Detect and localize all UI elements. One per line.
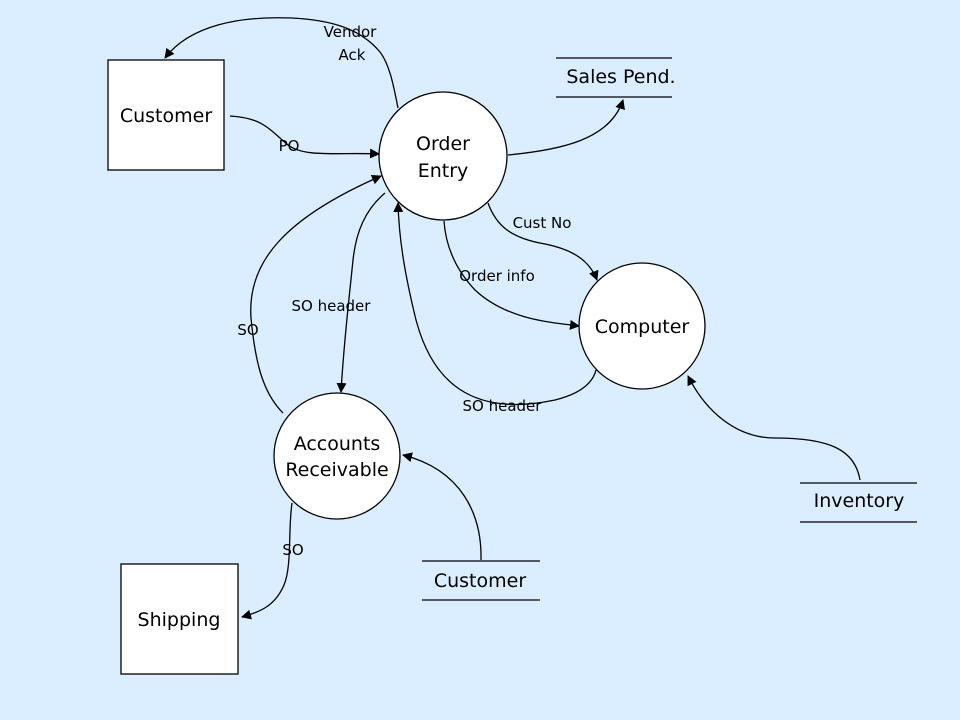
so-to-shipping-flow <box>241 502 293 620</box>
order-entry-process: Order Entry <box>378 91 508 221</box>
accounts-receivable-process: Accounts Receivable <box>273 392 401 520</box>
customer-entity: Customer <box>107 59 225 171</box>
vendor-ack-flow <box>164 17 399 109</box>
inventory-store: Inventory <box>800 482 917 523</box>
inventory-to-computer-flow <box>687 375 861 481</box>
shipping-entity-label: Shipping <box>138 609 221 631</box>
customer-entity-label: Customer <box>120 105 212 127</box>
po-flow <box>229 115 380 159</box>
customer-store: Customer <box>422 560 540 601</box>
so-header-computer-flow <box>393 202 597 406</box>
order-info-flow <box>443 220 580 330</box>
accounts-receivable-label-line2: Receivable <box>285 459 388 481</box>
so-to-order-entry-flow <box>250 175 382 414</box>
computer-process: Computer <box>578 262 706 390</box>
vendor-ack-label-line2: Ack <box>339 46 366 64</box>
sales-pending-label: Sales Pend. <box>566 66 675 88</box>
cust-no-label: Cust No <box>513 214 572 232</box>
cust-no-flow <box>487 202 599 281</box>
so-to-shipping-label: SO <box>282 541 303 559</box>
customer-store-label: Customer <box>434 570 526 592</box>
shipping-entity: Shipping <box>120 563 239 675</box>
po-label: PO <box>279 137 300 155</box>
order-entry-label-line1: Order <box>416 133 470 155</box>
so-header-to-ar-label: SO header <box>292 297 372 315</box>
vendor-ack-label-line1: Vendor <box>324 23 378 41</box>
inventory-label: Inventory <box>814 490 905 512</box>
order-info-label: Order info <box>459 267 535 285</box>
order-entry-label-line2: Entry <box>418 160 469 182</box>
accounts-receivable-label-line1: Accounts <box>294 433 381 455</box>
sales-pending-flow <box>507 99 625 156</box>
sales-pending-store: Sales Pend. <box>556 57 676 98</box>
so-header-to-ar-flow <box>336 192 386 393</box>
customer-store-to-ar-flow <box>402 452 482 561</box>
computer-label: Computer <box>595 316 690 338</box>
so-to-order-entry-label: SO <box>237 321 258 339</box>
so-header-computer-label: SO header <box>463 397 543 415</box>
